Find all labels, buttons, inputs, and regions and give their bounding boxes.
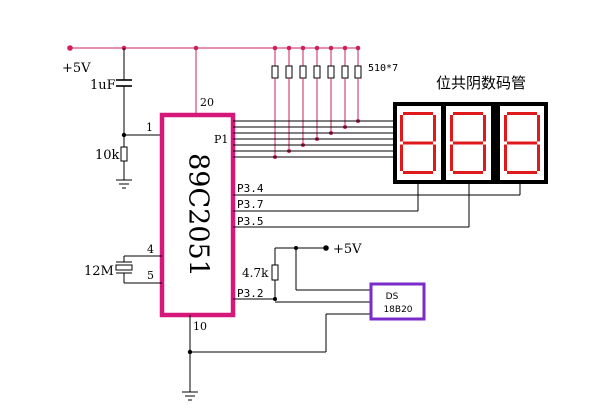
crystal-label: 12M	[84, 264, 114, 279]
capacitor-label: 1uF	[90, 78, 116, 93]
segment	[537, 115, 540, 142]
pullup-resistor	[313, 48, 321, 141]
crystal	[115, 255, 162, 284]
ds18b20-sensor: DS 18B20	[369, 282, 426, 321]
segment	[403, 112, 433, 115]
pullup-resistor	[327, 48, 335, 135]
mcu-name: 89C2051	[183, 153, 214, 277]
pullup-resistor	[354, 48, 362, 123]
segment	[403, 171, 433, 174]
mcu-pin-10: 10	[193, 320, 207, 333]
segment	[433, 115, 436, 142]
segment	[453, 141, 483, 145]
segment	[507, 171, 537, 174]
pullup-resistor	[271, 48, 279, 159]
segment	[504, 144, 507, 171]
mcu-pin-p32: P3.2	[237, 287, 264, 300]
pullup-resistor	[341, 48, 349, 129]
segment	[453, 171, 483, 174]
mcu-pin-p1: P1	[214, 133, 228, 146]
ground-wire	[182, 313, 371, 401]
sensor-line2: 18B20	[383, 305, 412, 315]
mcu-pin-p35: P3.5	[237, 215, 264, 228]
segment	[483, 115, 486, 142]
supply-top-label: +5V	[62, 61, 91, 76]
pullup-resistor	[285, 48, 293, 153]
digit	[450, 112, 486, 174]
resistor-10k-label: 10k	[95, 148, 120, 163]
segment	[483, 144, 486, 171]
digit	[400, 112, 436, 174]
supply-right-terminal	[323, 245, 329, 251]
mcu-pin-p37: P3.7	[237, 198, 264, 211]
segment	[400, 115, 403, 142]
mcu-chip: 89C2051 P1 P3.4 P3.7 P3.5 P3.2 20 1 4 5 …	[146, 96, 264, 333]
segment	[507, 141, 537, 145]
reset-junction	[121, 132, 127, 138]
display-title: 位共阴数码管	[436, 74, 526, 92]
segment	[507, 112, 537, 115]
sensor-line1: DS	[386, 292, 399, 302]
supply-right-label: +5V	[333, 242, 362, 257]
segment	[450, 115, 453, 142]
ground-junction	[187, 349, 193, 355]
mcu-pin-p34: P3.4	[237, 182, 264, 195]
pullup-junction	[294, 246, 298, 250]
sensor-wiring	[233, 247, 371, 303]
seven-segment-display	[393, 102, 548, 184]
reset-network	[116, 48, 162, 189]
segment	[400, 144, 403, 171]
display-digits	[400, 112, 540, 174]
digit-select-wires	[233, 184, 521, 228]
digit	[504, 112, 540, 174]
segment	[433, 144, 436, 171]
mcu-pin-20: 20	[200, 96, 214, 109]
segment	[453, 112, 483, 115]
resistor-array	[271, 48, 362, 159]
mcu-pin-5: 5	[147, 269, 154, 282]
p1-segment-bus	[233, 120, 393, 158]
data-junction	[273, 297, 277, 301]
segment	[450, 144, 453, 171]
segment	[504, 115, 507, 142]
mcu-pin-4: 4	[147, 243, 154, 256]
pullup-label: 4.7k	[242, 266, 269, 280]
mcu-pin-1: 1	[146, 121, 153, 134]
resistor-array-label: 510*7	[368, 63, 398, 74]
segment	[537, 144, 540, 171]
segment	[403, 141, 433, 145]
pullup-resistor	[299, 48, 307, 147]
